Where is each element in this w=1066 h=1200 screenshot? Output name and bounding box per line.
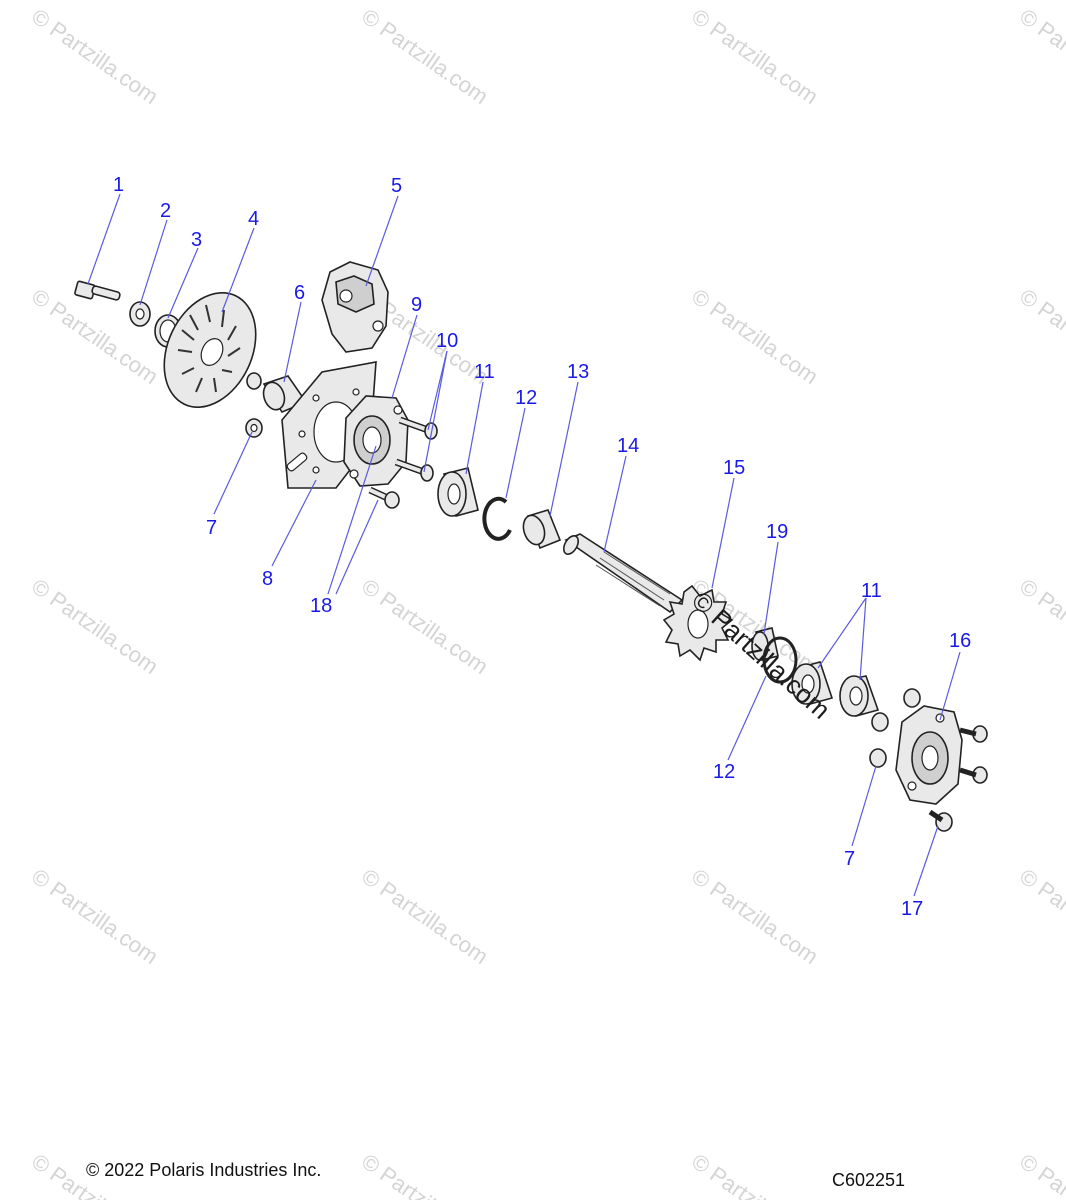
watermark-text: © Partzilla.com	[1015, 284, 1066, 390]
watermark-text: © Partzilla.com	[357, 4, 493, 110]
callout-14: 14	[617, 435, 639, 457]
callout-19: 19	[766, 521, 788, 543]
callout-4: 4	[248, 208, 259, 230]
part-bearing-right-1	[791, 661, 834, 705]
watermark-text: © Partzilla.com	[27, 284, 163, 390]
watermark-text: © Partzilla.com	[357, 1149, 493, 1200]
watermark-text: © Partzilla.com	[1015, 574, 1066, 680]
watermark-text: © Partzilla.com	[357, 864, 493, 970]
callout-10: 10	[436, 330, 458, 352]
watermark-text: © Partzilla.com	[687, 4, 823, 110]
part-bearing	[437, 467, 479, 517]
part-bolt	[74, 280, 121, 301]
part-illustrations	[74, 261, 988, 832]
callout-18: 18	[310, 595, 332, 617]
watermark-text: © Partzilla.com	[687, 864, 823, 970]
callout-15: 15	[723, 457, 745, 479]
part-sleeve	[522, 509, 562, 550]
part-washer	[129, 301, 151, 327]
watermark-text: © Partzilla.com	[357, 574, 493, 680]
part-bolt-18	[368, 486, 400, 509]
part-caliper	[321, 261, 389, 353]
callout-9: 9	[411, 294, 422, 316]
watermark-text: © Partzilla.com	[1015, 4, 1066, 110]
callout-12-lower: 12	[713, 761, 735, 783]
callout-11: 11	[474, 361, 495, 383]
callout-16: 16	[949, 630, 971, 652]
watermark-text: © Partzilla.com	[27, 574, 163, 680]
callout-5: 5	[391, 175, 402, 197]
watermark-text: © Partzilla.com	[1015, 1149, 1066, 1200]
part-bearing-right-2	[839, 675, 880, 717]
callout-8: 8	[262, 568, 273, 590]
callout-7-right: 7	[844, 848, 855, 870]
part-sprocket	[662, 584, 734, 662]
callout-13: 13	[567, 361, 589, 383]
drawing-code: C602251	[832, 1170, 906, 1190]
callout-3: 3	[191, 229, 202, 251]
part-snap-ring	[482, 496, 512, 541]
part-hub	[895, 705, 963, 805]
part-nut-right	[869, 688, 921, 768]
part-spacer	[751, 627, 779, 661]
callout-1: 1	[113, 174, 124, 196]
leader-lines	[87, 193, 961, 897]
part-bolts-hub	[928, 725, 988, 832]
callout-12: 12	[515, 387, 537, 409]
watermark-text: © Partzilla.com	[1015, 864, 1066, 970]
part-splined-shaft	[562, 533, 684, 614]
part-snap-ring-lower	[762, 636, 798, 684]
watermark-text: © Partzilla.com	[27, 4, 163, 110]
watermark-layer: © Partzilla.com © Partzilla.com © Partzill…	[27, 4, 1066, 1200]
part-nut	[245, 418, 263, 438]
part-bolts-pair	[394, 416, 438, 482]
callout-11-right: 11	[861, 580, 882, 602]
callout-17: 17	[901, 898, 923, 920]
callout-6: 6	[294, 282, 305, 304]
watermark-text: © Partzilla.com	[687, 284, 823, 390]
copyright-text: © 2022 Polaris Industries Inc.	[86, 1160, 322, 1180]
watermark-text: © Partzilla.com	[687, 1149, 823, 1200]
callout-labels: 1 2 3 4 5 6 7 8 9 10 11 12 13 14 15 18 1…	[113, 174, 971, 920]
part-bearing-housing	[343, 395, 409, 487]
watermark-text: © Partzilla.com	[27, 864, 163, 970]
part-brake-disc	[163, 291, 257, 409]
callout-2: 2	[160, 200, 171, 222]
callout-7: 7	[206, 517, 217, 539]
